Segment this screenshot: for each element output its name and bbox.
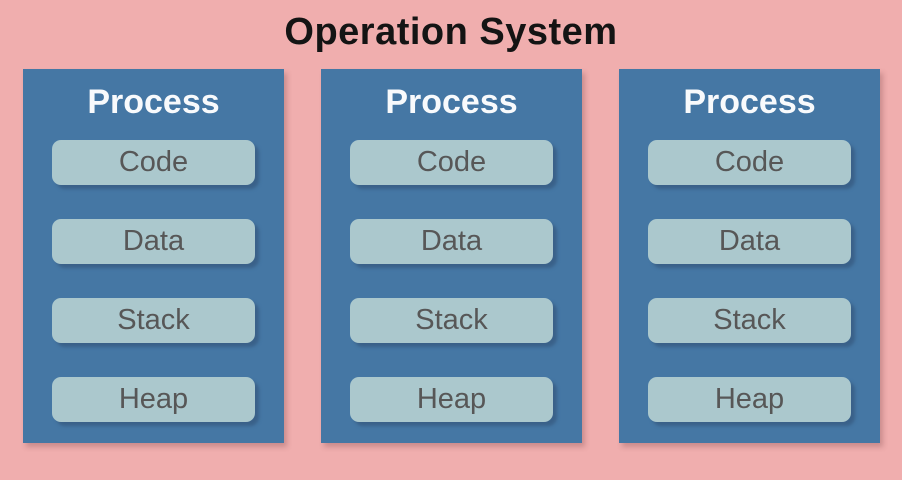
process-box-2: Process Code Data Stack Heap [321,69,582,443]
segment-code: Code [350,140,553,185]
segment-list: Code Data Stack Heap [648,140,851,422]
process-title: Process [385,83,518,121]
process-box-1: Process Code Data Stack Heap [23,69,284,443]
segment-code: Code [52,140,255,185]
segment-list: Code Data Stack Heap [52,140,255,422]
segment-data: Data [350,219,553,264]
segment-heap: Heap [350,377,553,422]
segment-data: Data [52,219,255,264]
process-title: Process [683,83,816,121]
process-row: Process Code Data Stack Heap Process Cod… [0,69,902,443]
segment-list: Code Data Stack Heap [350,140,553,422]
segment-data: Data [648,219,851,264]
segment-stack: Stack [648,298,851,343]
process-title: Process [87,83,220,121]
process-box-3: Process Code Data Stack Heap [619,69,880,443]
segment-code: Code [648,140,851,185]
segment-heap: Heap [648,377,851,422]
diagram-title: Operation System [284,11,618,53]
segment-stack: Stack [52,298,255,343]
segment-heap: Heap [52,377,255,422]
segment-stack: Stack [350,298,553,343]
